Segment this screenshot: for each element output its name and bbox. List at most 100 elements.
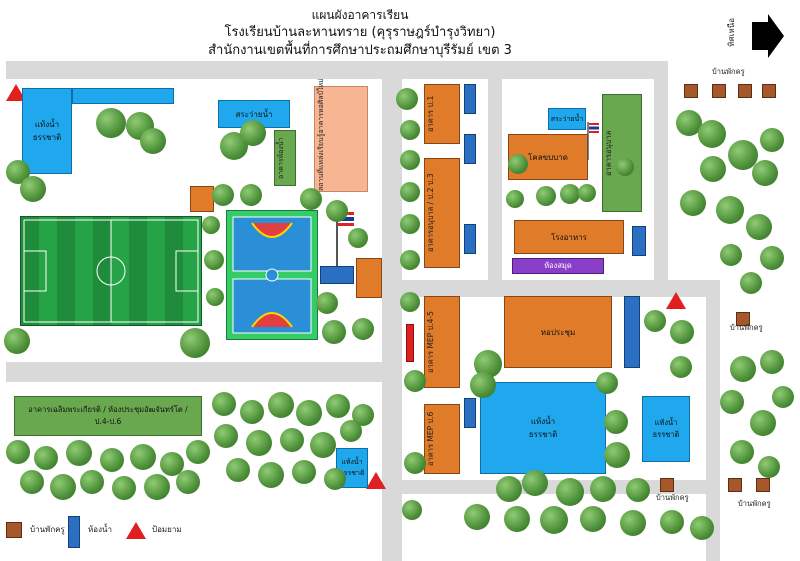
legend-house-label: บ้านพักครู (30, 525, 65, 534)
building-p1: อาคาร ป.1 (424, 84, 460, 144)
tree-icon (772, 386, 794, 408)
football-field (20, 216, 202, 326)
tree-icon (316, 292, 338, 314)
teacher-house (736, 312, 750, 326)
toilet-cafeteria (632, 226, 646, 256)
toilet-center-2 (464, 134, 476, 164)
tree-icon (728, 140, 758, 170)
tree-icon (34, 446, 58, 470)
teacher-house (712, 84, 726, 98)
tree-icon (352, 318, 374, 340)
tree-icon (580, 506, 606, 532)
tree-icon (752, 160, 778, 186)
road-middle-left (6, 362, 388, 382)
tree-icon (100, 448, 124, 472)
guard-post-center (666, 292, 686, 309)
tree-icon (180, 328, 210, 358)
building-kindergarten: อาคารอนุบาล / ป.2 ป.3 (424, 158, 460, 268)
tree-icon (212, 392, 236, 416)
swimming-pool-label: สระว่ายน้ำ (235, 109, 273, 119)
flag-icon-right (586, 120, 600, 160)
teacher-house-label-bottom-right: บ้านพักครู (738, 499, 771, 508)
hall-label: หอประชุม (540, 327, 576, 337)
flag-base (320, 266, 354, 284)
tree-icon (20, 470, 44, 494)
court-lines (232, 216, 312, 334)
building-mep-p6-label: อาคาร MEP ป.6 (426, 411, 435, 467)
toilet-center-3 (464, 224, 476, 254)
tree-icon (80, 470, 104, 494)
tree-icon (206, 288, 224, 306)
toilet-mep (464, 398, 476, 428)
tree-icon (240, 184, 262, 206)
tree-icon (400, 150, 420, 170)
sports-court (226, 210, 318, 340)
water-tank-left-label: แท้งน้ำ ธรรชาติ (32, 120, 62, 142)
tree-icon (326, 394, 350, 418)
tree-icon (760, 246, 784, 270)
tree-icon (626, 478, 650, 502)
road-vertical-right-b (654, 61, 668, 297)
tree-icon (4, 328, 30, 354)
tree-icon (400, 214, 420, 234)
water-tank-center: แท้งน้ำ ธรรชาติ (480, 382, 606, 474)
tree-icon (560, 184, 580, 204)
tree-icon (202, 216, 220, 234)
teacher-house (756, 478, 770, 492)
teacher-house (762, 84, 776, 98)
legend-toilet-label: ห้องน้ำ (88, 525, 112, 534)
map-title-line2: โรงเรียนบ้านละหานทราย (คุรุราษฎร์บำรุงวิ… (224, 25, 496, 40)
tree-icon (716, 196, 744, 224)
guard-post-bottom (366, 472, 386, 489)
water-tank-right-label: แท้งน้ำ ธรรชาติ (652, 418, 680, 439)
legend-guard-icon (126, 522, 146, 539)
tree-icon (144, 474, 170, 500)
tree-icon (292, 460, 316, 484)
tree-icon (214, 424, 238, 448)
tree-icon (720, 244, 742, 266)
compass-label: ทิศเหนือ (727, 18, 736, 47)
tree-icon (700, 156, 726, 182)
water-tank-small-label: แท้งน้ำ ธรรชาติ (339, 458, 365, 477)
tree-icon (644, 310, 666, 332)
kindergarten-building-right: อาคารอนุบาล (602, 94, 642, 212)
teacher-house (728, 478, 742, 492)
long-building: อาคารเฉลิมพระเกียรติ / ห้องประชุมอัฒจันท… (14, 396, 202, 436)
tree-icon (730, 356, 756, 382)
tree-icon (258, 462, 284, 488)
tree-icon (760, 350, 784, 374)
tree-icon (506, 190, 524, 208)
field-lines (23, 219, 199, 323)
guard-post-top-left (6, 84, 26, 101)
red-marker (406, 324, 414, 362)
tree-icon (496, 476, 522, 502)
tree-icon (402, 500, 422, 520)
building-p1-label: อาคาร ป.1 (426, 95, 435, 133)
tree-icon (604, 442, 630, 468)
road-top (6, 61, 666, 79)
tree-icon (50, 474, 76, 500)
tree-icon (96, 108, 126, 138)
building-mep-p4: อาคาร MEP ป.4-5 (424, 296, 460, 388)
building-mep-p4-label: อาคาร MEP ป.4-5 (426, 311, 435, 373)
tree-icon (540, 506, 568, 534)
road-vertical-center (382, 61, 402, 561)
tree-icon (556, 478, 584, 506)
pool-right-label: สระว่ายน้ำ (550, 114, 584, 123)
tree-icon (296, 400, 322, 426)
tree-icon (464, 504, 490, 530)
tree-icon (400, 292, 420, 312)
tree-icon (616, 158, 634, 176)
tree-icon (590, 476, 616, 502)
tree-icon (690, 516, 714, 540)
map-title-line3: สำนักงานเขตพื้นที่การศึกษาประถมศึกษาบุรี… (208, 43, 512, 58)
teacher-house-label-mid: บ้านพักครู (730, 323, 763, 332)
tree-icon (400, 182, 420, 202)
tree-icon (758, 456, 780, 478)
tree-icon (604, 410, 628, 434)
canteen-label: โคลขบบาด (528, 152, 568, 162)
tree-icon (352, 404, 374, 426)
tree-icon (212, 184, 234, 206)
tree-icon (310, 432, 336, 458)
tree-icon (324, 468, 346, 490)
